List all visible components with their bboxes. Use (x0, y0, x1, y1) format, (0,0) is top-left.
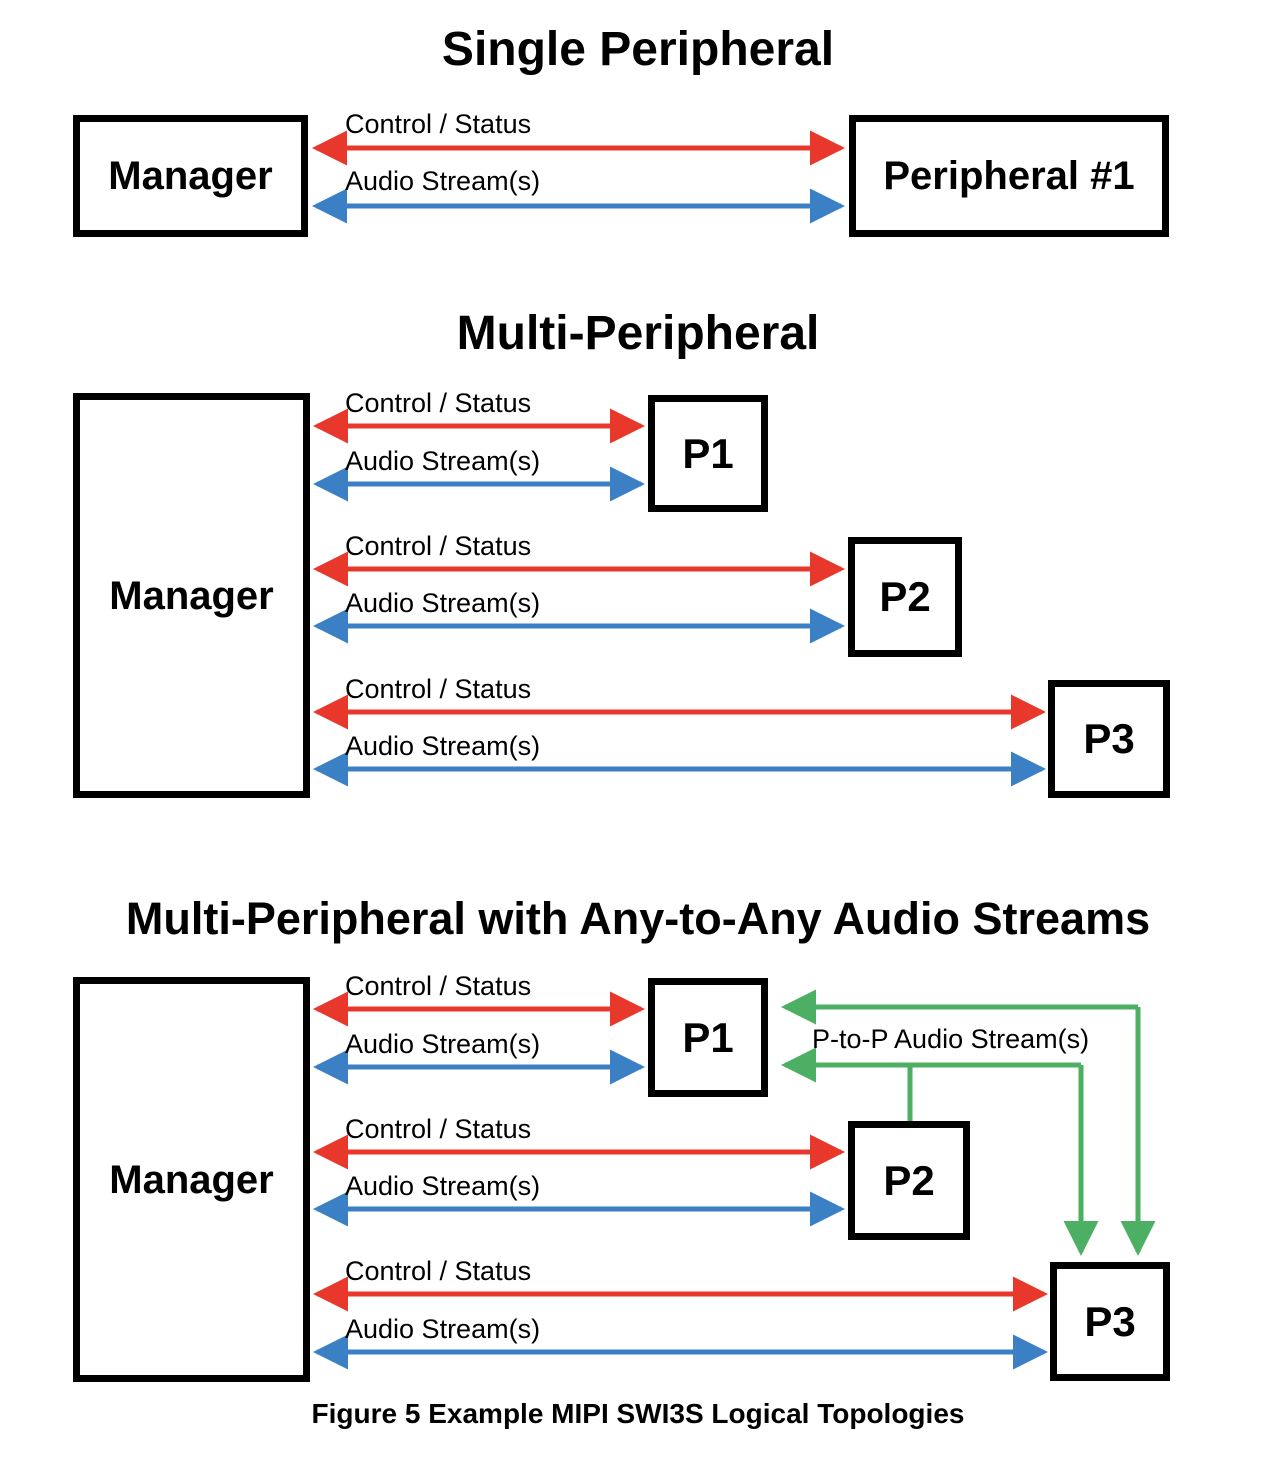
node-p1-multi[interactable]: P1 (648, 395, 768, 512)
node-peripheral-1[interactable]: Peripheral #1 (849, 115, 1169, 237)
node-manager-multi[interactable]: Manager (73, 393, 310, 798)
edge-label-audio-stream-s1: Audio Stream(s) (345, 166, 541, 196)
node-label: P2 (883, 1156, 935, 1204)
edge-label-control-status-s2-p3: Control / Status (345, 674, 532, 704)
edge-label-audio-stream-s3-p2: Audio Stream(s) (345, 1171, 541, 1201)
node-label: P1 (682, 429, 734, 477)
edge-label-audio-stream-s2-p1: Audio Stream(s) (345, 446, 541, 476)
section-title-multi-peripheral: Multi-Peripheral (456, 307, 820, 360)
edge-label-control-status-s2-p2: Control / Status (345, 531, 532, 561)
node-p2-anytoany[interactable]: P2 (848, 1121, 970, 1240)
node-p3-multi[interactable]: P3 (1048, 680, 1170, 798)
node-manager-single[interactable]: Manager (73, 115, 308, 237)
edge-label-audio-stream-s3-p1: Audio Stream(s) (345, 1029, 541, 1059)
node-label: Manager (109, 573, 274, 618)
node-manager-anytoany[interactable]: Manager (73, 977, 310, 1382)
section-title-multi-peripheral-any-to-any: Multi-Peripheral with Any-to-Any Audio S… (125, 893, 1151, 944)
edge-label-control-status-s3-p2: Control / Status (345, 1114, 532, 1144)
edge-label-control-status-s3-p1: Control / Status (345, 971, 532, 1001)
edge-label-control-status-s2-p1: Control / Status (345, 388, 532, 418)
node-label: P3 (1084, 1297, 1136, 1345)
edge-label-control-status-s1: Control / Status (345, 109, 532, 139)
section-title-single-peripheral: Single Peripheral (441, 23, 835, 76)
node-p3-anytoany[interactable]: P3 (1050, 1262, 1170, 1381)
edge-label-audio-stream-s2-p3: Audio Stream(s) (345, 731, 541, 761)
edge-label-audio-stream-s2-p2: Audio Stream(s) (345, 588, 541, 618)
figure-caption: Figure 5 Example MIPI SWI3S Logical Topo… (311, 1398, 965, 1429)
node-p2-multi[interactable]: P2 (848, 537, 962, 657)
node-label: P3 (1083, 715, 1135, 762)
node-label: P1 (682, 1013, 734, 1061)
node-label: Manager (108, 154, 273, 198)
node-label: Manager (109, 1157, 274, 1202)
edge-label-audio-stream-s3-p3: Audio Stream(s) (345, 1314, 541, 1344)
edge-label-p-to-p-audio-streams: P-to-P Audio Stream(s) (812, 1024, 1090, 1054)
edge-label-control-status-s3-p3: Control / Status (345, 1256, 532, 1286)
node-label: P2 (879, 573, 931, 620)
node-label: Peripheral #1 (883, 154, 1135, 198)
node-p1-anytoany[interactable]: P1 (648, 978, 768, 1097)
